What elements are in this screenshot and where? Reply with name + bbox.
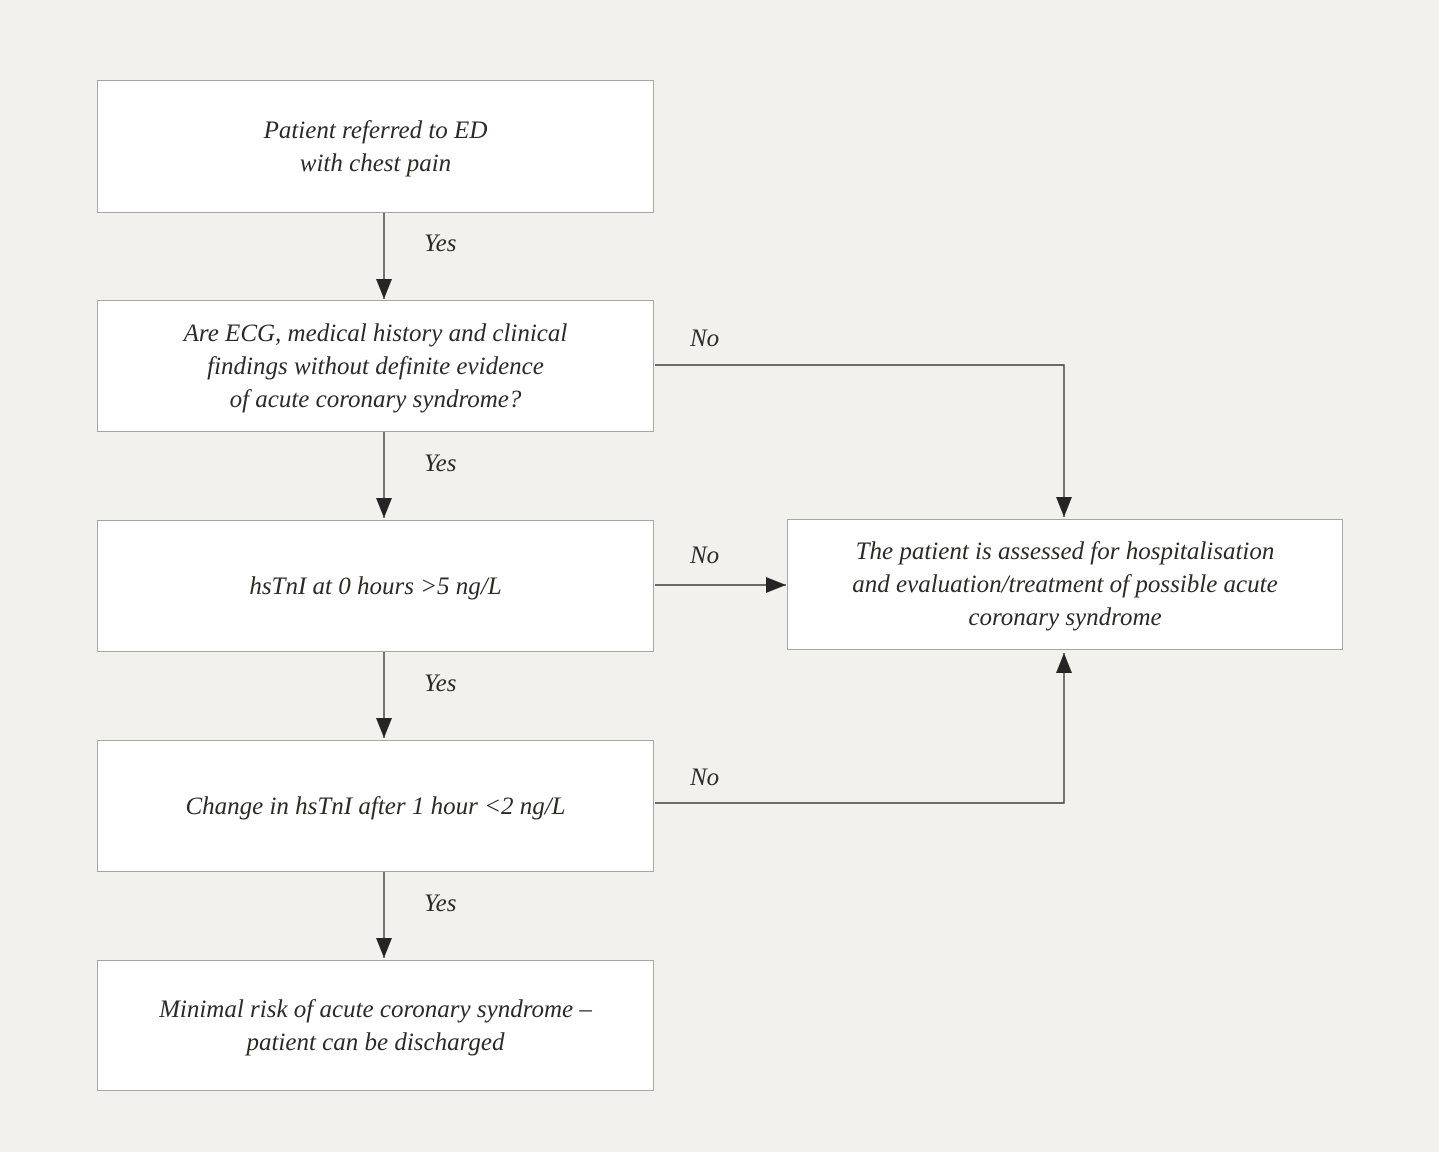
node-hospitalisation-text: The patient is assessed for hospitalisat… [852,538,1278,631]
node-referral-text: Patient referred to ED with chest pain [263,116,488,177]
node-discharge: Minimal risk of acute coronary syndrome … [97,960,654,1091]
edge-ecg-question-no-arrow [655,364,1072,517]
edge-label-hstni-0-hours-no: No [690,542,720,569]
edge-label-ecg-question-yes: Yes [424,450,457,477]
node-hstni-0-hours-text: hsTnI at 0 hours >5 ng/L [249,572,502,600]
node-hstni-1-hour-text: Change in hsTnI after 1 hour <2 ng/L [185,792,566,820]
edge-label-ecg-question-no: No [690,325,720,352]
edge-label-hstni-1-hour-no: No [690,764,720,791]
node-ecg-question: Are ECG, medical history and clinical fi… [97,300,654,432]
node-hospitalisation: The patient is assessed for hospitalisat… [787,519,1343,650]
node-referral: Patient referred to ED with chest pain [97,80,654,213]
edge-label-hstni-1-hour-yes: Yes [424,890,457,917]
edge-label-hstni-0-hours-yes: Yes [424,670,457,697]
edge-label-referral-yes: Yes [424,230,457,257]
node-discharge-text: Minimal risk of acute coronary syndrome … [159,995,592,1056]
node-hstni-0-hours: hsTnI at 0 hours >5 ng/L [97,520,654,652]
edge-hstni-1-hour-no-arrow [655,653,1072,804]
node-hstni-1-hour: Change in hsTnI after 1 hour <2 ng/L [97,740,654,872]
node-ecg-question-text: Are ECG, medical history and clinical fi… [183,319,568,413]
